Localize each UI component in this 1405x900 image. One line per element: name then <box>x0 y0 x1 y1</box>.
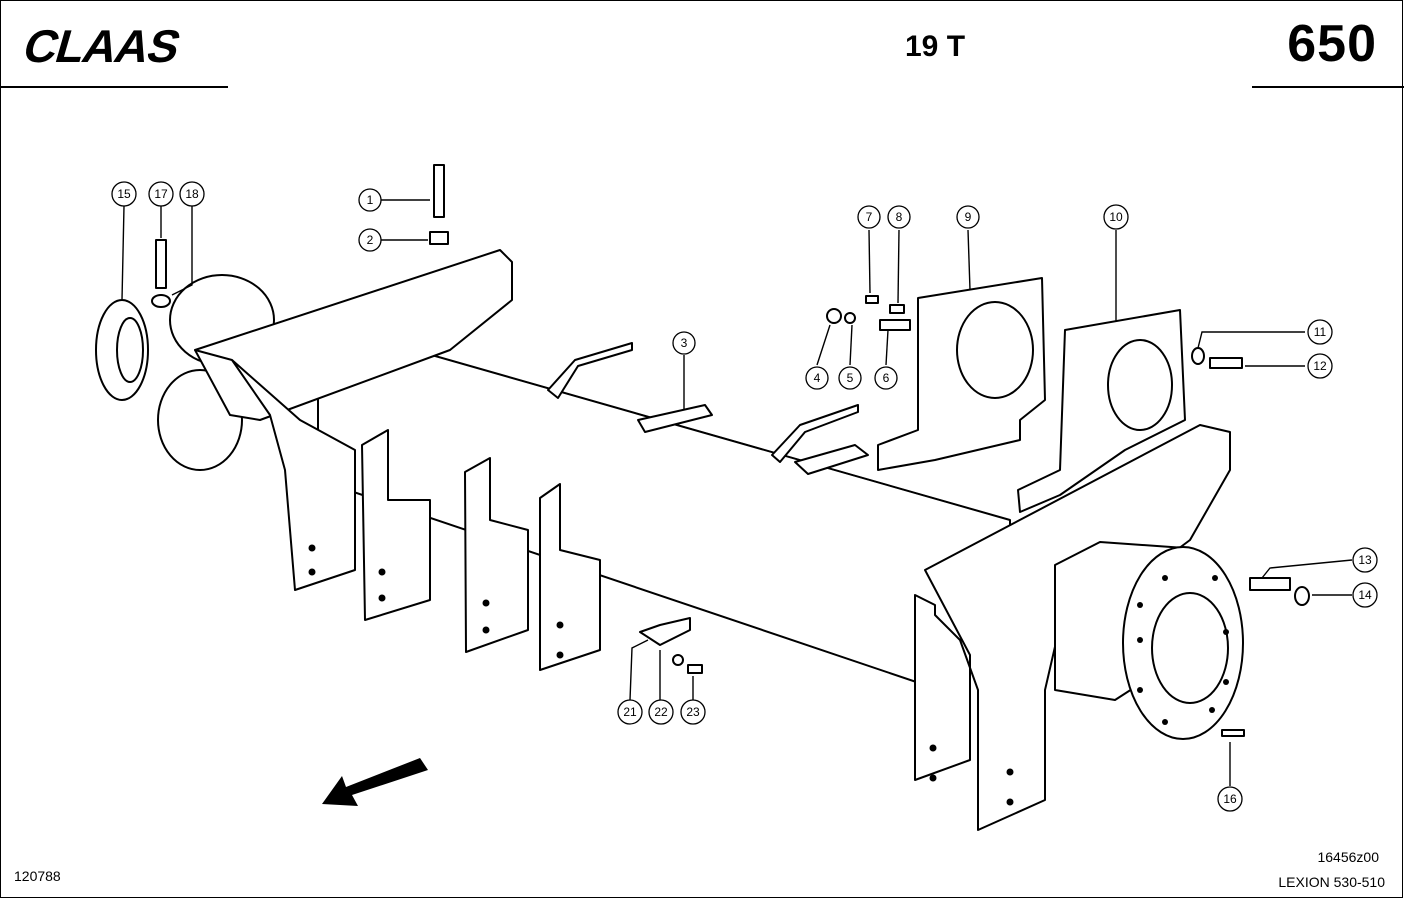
callout-9: 9 <box>956 205 980 229</box>
bolt-17 <box>155 239 167 289</box>
svg-text:9: 9 <box>965 210 972 224</box>
washer-5 <box>844 312 856 324</box>
callout-21: 21 <box>617 699 643 725</box>
callout-23: 23 <box>680 699 706 725</box>
callout-10: 10 <box>1103 204 1129 230</box>
left-code: 120788 <box>14 868 61 884</box>
top-side-plate <box>194 249 513 421</box>
pin-16 <box>1221 729 1245 737</box>
pin-8 <box>889 304 905 314</box>
header-rule-left <box>0 86 228 88</box>
svg-text:17: 17 <box>154 187 168 201</box>
strap-left-top <box>547 342 633 399</box>
callout-14: 14 <box>1352 582 1378 608</box>
pin-7 <box>865 295 879 304</box>
callout-16: 16 <box>1217 786 1243 812</box>
callout-13: 13 <box>1352 547 1378 573</box>
strap-3 <box>637 404 713 433</box>
callout-12: 12 <box>1307 353 1333 379</box>
svg-text:10: 10 <box>1109 210 1123 224</box>
leader-lines <box>121 199 1353 786</box>
svg-text:5: 5 <box>847 371 854 385</box>
nut-2 <box>429 231 449 245</box>
svg-text:11: 11 <box>1314 325 1327 339</box>
callout-15: 15 <box>111 181 137 207</box>
strap-flat <box>794 444 869 475</box>
washer-14 <box>1294 586 1310 606</box>
strap-middle <box>771 404 859 463</box>
travel-direction-arrow <box>322 758 428 806</box>
mounting-holes <box>308 544 1229 806</box>
group-code: 19 T <box>905 30 966 63</box>
hanging-plate-b <box>464 457 529 653</box>
svg-text:4: 4 <box>814 371 821 385</box>
callout-6: 6 <box>874 366 898 390</box>
bolt-1 <box>433 164 445 218</box>
svg-text:16: 16 <box>1223 792 1237 806</box>
svg-text:13: 13 <box>1358 553 1372 567</box>
callout-17: 17 <box>148 181 174 207</box>
left-bracket <box>194 349 356 591</box>
clamp-21-22 <box>639 617 691 646</box>
callout-8: 8 <box>887 205 911 229</box>
svg-text:3: 3 <box>681 336 688 350</box>
svg-text:6: 6 <box>883 371 890 385</box>
header-rule-right <box>1252 86 1404 88</box>
nut-23 <box>672 654 684 666</box>
callout-5: 5 <box>838 366 862 390</box>
svg-text:8: 8 <box>896 210 903 224</box>
left-flange-ring <box>95 299 149 401</box>
callout-1: 1 <box>358 188 382 212</box>
washer-11 <box>1191 347 1205 365</box>
bolt-6 <box>879 319 911 331</box>
svg-text:15: 15 <box>117 187 131 201</box>
bolt-12 <box>1209 357 1243 369</box>
svg-text:14: 14 <box>1358 588 1372 602</box>
bolt-13 <box>1249 577 1291 591</box>
right-end-bracket <box>914 424 1231 831</box>
svg-text:21: 21 <box>623 705 637 719</box>
svg-text:2: 2 <box>367 233 374 247</box>
svg-text:7: 7 <box>866 210 873 224</box>
svg-text:23: 23 <box>686 705 700 719</box>
claas-logo: CLAAS <box>14 22 236 70</box>
svg-text:22: 22 <box>654 705 668 719</box>
callout-11: 11 <box>1307 319 1333 345</box>
svg-text:1: 1 <box>367 193 374 207</box>
callout-22: 22 <box>648 699 674 725</box>
page-number: 650 <box>1287 15 1377 73</box>
nut-4 <box>826 308 842 324</box>
callout-2: 2 <box>358 228 382 252</box>
callout-18: 18 <box>179 181 205 207</box>
svg-text:CLAAS: CLAAS <box>18 22 186 70</box>
svg-text:12: 12 <box>1313 359 1327 373</box>
drawing-number: 16456z00 <box>1317 849 1379 865</box>
callout-4: 4 <box>805 366 829 390</box>
model-name: LEXION 530-510 <box>1278 874 1385 890</box>
svg-text:18: 18 <box>185 187 199 201</box>
callout-3: 3 <box>672 331 696 355</box>
callout-7: 7 <box>857 205 881 229</box>
bolt-23 <box>687 664 703 674</box>
hanging-plate-c <box>539 483 601 671</box>
washer-18 <box>151 294 171 308</box>
